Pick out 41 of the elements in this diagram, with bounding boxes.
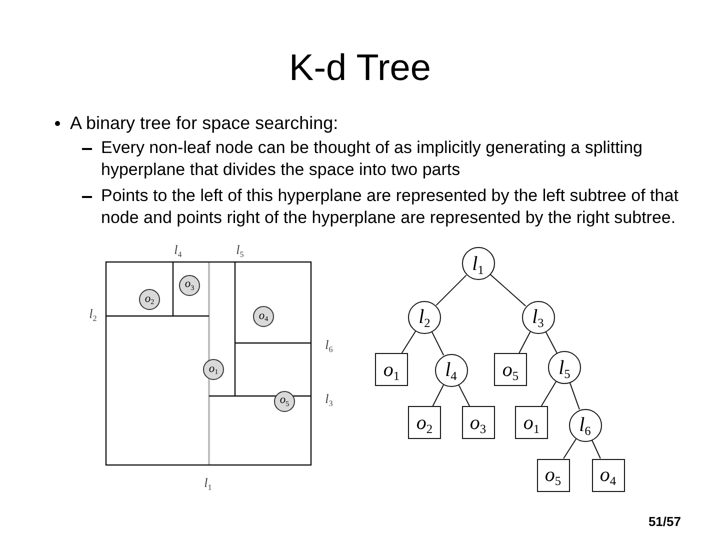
leaf-node: o$_{5}$ bbox=[494, 353, 527, 386]
tree-edge bbox=[545, 331, 558, 354]
tree-edge bbox=[432, 384, 444, 406]
tree-edge bbox=[540, 381, 556, 406]
tree-edge bbox=[518, 331, 531, 354]
split-node: l$_{6}$ bbox=[568, 408, 602, 442]
tree-edge bbox=[458, 384, 470, 406]
split-line-label: l$_{3}$ bbox=[325, 392, 333, 406]
leaf-node: o$_{5}$ bbox=[536, 458, 570, 492]
sub-bullet-text: Points to the left of this hyperplane are represented by the left subtree of that node and points right of the hyperplane are represented by the right subtree. bbox=[101, 185, 680, 229]
sub-bullet-text: Every non-leaf node can be thought of as implicitly generating a splitting hyperplane that divides the space into two parts bbox=[101, 137, 644, 181]
point-circle: o$_{2}$ bbox=[139, 289, 160, 310]
split-line-label: l$_{4}$ bbox=[174, 242, 182, 258]
tree-edge bbox=[431, 331, 444, 356]
leaf-node: o$_{3}$ bbox=[462, 406, 494, 439]
bullet-text: A binary tree for space searching: bbox=[70, 112, 338, 135]
point-circle: o$_{4}$ bbox=[253, 306, 274, 327]
tree-edge bbox=[563, 438, 577, 459]
split-line-label: l$_{6}$ bbox=[325, 338, 333, 352]
point-circle: o$_{1}$ bbox=[203, 359, 224, 380]
split-line-label: l$_{5}$ bbox=[236, 242, 244, 258]
leaf-node: o$_{4}$ bbox=[592, 458, 624, 492]
point-circle: o$_{3}$ bbox=[179, 274, 200, 296]
split-node: l$_{3}$ bbox=[522, 300, 554, 334]
split-node: l$_{1}$ bbox=[462, 247, 494, 280]
tree-edge bbox=[436, 274, 467, 306]
tree-edge bbox=[591, 440, 601, 459]
split-line-label: l$_{1}$ bbox=[204, 476, 212, 490]
point-circle: o$_{5}$ bbox=[274, 390, 295, 412]
leaf-node: o$_{1}$ bbox=[375, 353, 408, 386]
tree-edge bbox=[490, 274, 526, 307]
split-node: l$_{4}$ bbox=[434, 354, 468, 386]
split-node: l$_{5}$ bbox=[548, 351, 581, 384]
split-node: l$_{2}$ bbox=[408, 300, 441, 334]
tree-edge bbox=[401, 330, 416, 354]
tree-edge bbox=[570, 382, 580, 410]
page-number: 51/57 bbox=[648, 514, 681, 530]
leaf-node: o$_{1}$ bbox=[515, 406, 548, 439]
leaf-node: o$_{2}$ bbox=[408, 406, 441, 439]
split-line-label: l$_{2}$ bbox=[89, 306, 97, 322]
slide-title: K-d Tree bbox=[289, 46, 431, 90]
